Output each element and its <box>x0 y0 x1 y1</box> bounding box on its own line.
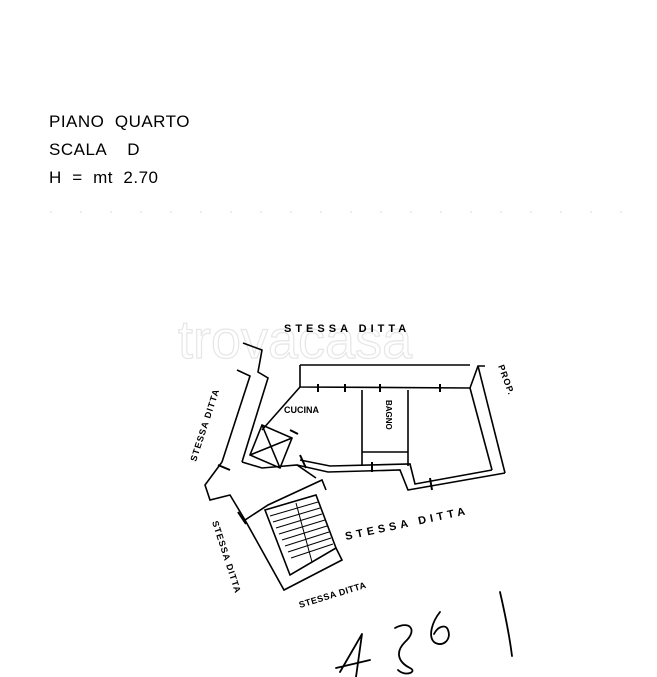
stair-label: SCALA D <box>49 140 140 159</box>
header-block: PIANO QUARTO SCALA D H = mt 2.70 <box>49 108 190 192</box>
label-bottom-left-neighbor: STESSA DITTA <box>210 520 243 595</box>
label-bottom-right-neighbor: STESSA DITTA <box>344 505 470 543</box>
label-top-neighbor: STESSA DITTA <box>284 323 410 335</box>
floor-label: PIANO QUARTO <box>49 112 190 131</box>
label-kitchen: CUCINA <box>284 405 319 415</box>
label-right-neighbor: PROP. <box>496 363 516 396</box>
height-label: H = mt 2.70 <box>49 168 159 187</box>
handwritten-note <box>335 591 513 677</box>
label-bottom-neighbor: STESSA DITTA <box>298 580 368 610</box>
stair-treads <box>269 501 334 563</box>
label-left-neighbor: STESSA DITTA <box>188 387 221 462</box>
plan-walls <box>204 342 506 592</box>
watermark-logo: trovacasa <box>178 310 413 370</box>
label-bathroom: BAGNO <box>384 400 393 430</box>
wall-openings <box>217 384 441 525</box>
